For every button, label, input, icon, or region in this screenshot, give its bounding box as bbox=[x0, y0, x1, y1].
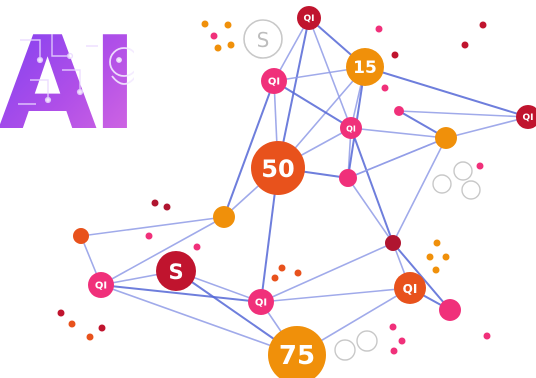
edges-layer bbox=[81, 18, 528, 355]
network-node: S bbox=[244, 20, 282, 58]
node-label: QI bbox=[403, 282, 418, 296]
network-node bbox=[394, 106, 404, 116]
network-node: QI bbox=[297, 6, 321, 30]
network-node: S bbox=[156, 251, 196, 291]
scatter-dot bbox=[225, 22, 232, 29]
network-node bbox=[435, 127, 457, 149]
scatter-dot bbox=[215, 45, 222, 52]
node-circle bbox=[73, 228, 89, 244]
scatter-dot bbox=[58, 310, 65, 317]
node-circle bbox=[394, 106, 404, 116]
outline-ring bbox=[335, 340, 355, 360]
node-label: QI bbox=[523, 113, 534, 123]
scatter-dot bbox=[434, 240, 441, 247]
node-label: QI bbox=[304, 14, 315, 24]
scatter-dot bbox=[295, 270, 302, 277]
edge-line bbox=[274, 81, 351, 128]
node-label: S bbox=[257, 28, 270, 52]
scatter-dot bbox=[211, 33, 218, 40]
scatter-dot bbox=[392, 52, 399, 59]
node-circle bbox=[439, 299, 461, 321]
network-node: QI bbox=[340, 117, 362, 139]
edge-line bbox=[365, 67, 528, 117]
network-node: QI bbox=[248, 289, 274, 315]
edge-line bbox=[81, 217, 224, 236]
edge-line bbox=[261, 288, 410, 302]
edge-line bbox=[261, 243, 393, 302]
edge-line bbox=[393, 138, 446, 243]
network-node: QI bbox=[516, 105, 536, 129]
ai-logo: AI bbox=[0, 10, 138, 159]
network-node bbox=[73, 228, 89, 244]
scatter-dot bbox=[462, 42, 469, 49]
scatter-dot bbox=[382, 85, 389, 92]
scatter-dot bbox=[480, 22, 487, 29]
scatter-dot bbox=[87, 334, 94, 341]
node-label: QI bbox=[268, 77, 280, 88]
scatter-dot bbox=[427, 254, 434, 261]
scatter-dot bbox=[228, 42, 235, 49]
edge-line bbox=[351, 128, 393, 243]
scatter-dot bbox=[477, 163, 484, 170]
node-label: QI bbox=[255, 298, 267, 309]
scatter-dot bbox=[146, 233, 153, 240]
outline-ring bbox=[462, 181, 480, 199]
scatter-dot bbox=[164, 204, 171, 211]
node-label: 50 bbox=[261, 155, 294, 183]
scatter-dot bbox=[484, 333, 491, 340]
network-node: 15 bbox=[346, 48, 384, 86]
edge-line bbox=[446, 117, 528, 138]
node-label: QI bbox=[95, 281, 107, 292]
node-circle bbox=[213, 206, 235, 228]
scatter-dot bbox=[194, 244, 201, 251]
network-node bbox=[213, 206, 235, 228]
scatter-dot bbox=[443, 254, 450, 261]
scatter-dot bbox=[390, 324, 397, 331]
scatter-dot bbox=[99, 325, 106, 332]
svg-text:AI: AI bbox=[0, 10, 133, 159]
scatter-dot bbox=[376, 26, 383, 33]
network-node: QI bbox=[88, 272, 114, 298]
scatter-dot bbox=[69, 321, 76, 328]
scatter-dot bbox=[399, 338, 406, 345]
outline-ring bbox=[454, 162, 472, 180]
node-label: QI bbox=[346, 125, 356, 134]
node-circle bbox=[435, 127, 457, 149]
network-node: 50 bbox=[251, 141, 305, 195]
scatter-dot bbox=[391, 348, 398, 355]
network-node: QI bbox=[394, 272, 426, 304]
network-node: 75 bbox=[268, 326, 326, 378]
network-node: QI bbox=[261, 68, 287, 94]
network-node bbox=[339, 169, 357, 187]
node-label: 75 bbox=[279, 341, 315, 371]
node-label: 15 bbox=[353, 58, 377, 78]
outline-ring bbox=[433, 175, 451, 193]
node-label: S bbox=[168, 260, 183, 284]
scatter-dot bbox=[433, 267, 440, 274]
node-circle bbox=[339, 169, 357, 187]
scatter-dot bbox=[272, 275, 279, 282]
node-circle bbox=[385, 235, 401, 251]
scatter-dot bbox=[152, 200, 159, 207]
scatter-dot bbox=[202, 21, 209, 28]
scatter-dot bbox=[279, 265, 286, 272]
outline-ring bbox=[357, 331, 377, 351]
network-node bbox=[385, 235, 401, 251]
edge-line bbox=[348, 178, 393, 243]
network-node bbox=[439, 299, 461, 321]
